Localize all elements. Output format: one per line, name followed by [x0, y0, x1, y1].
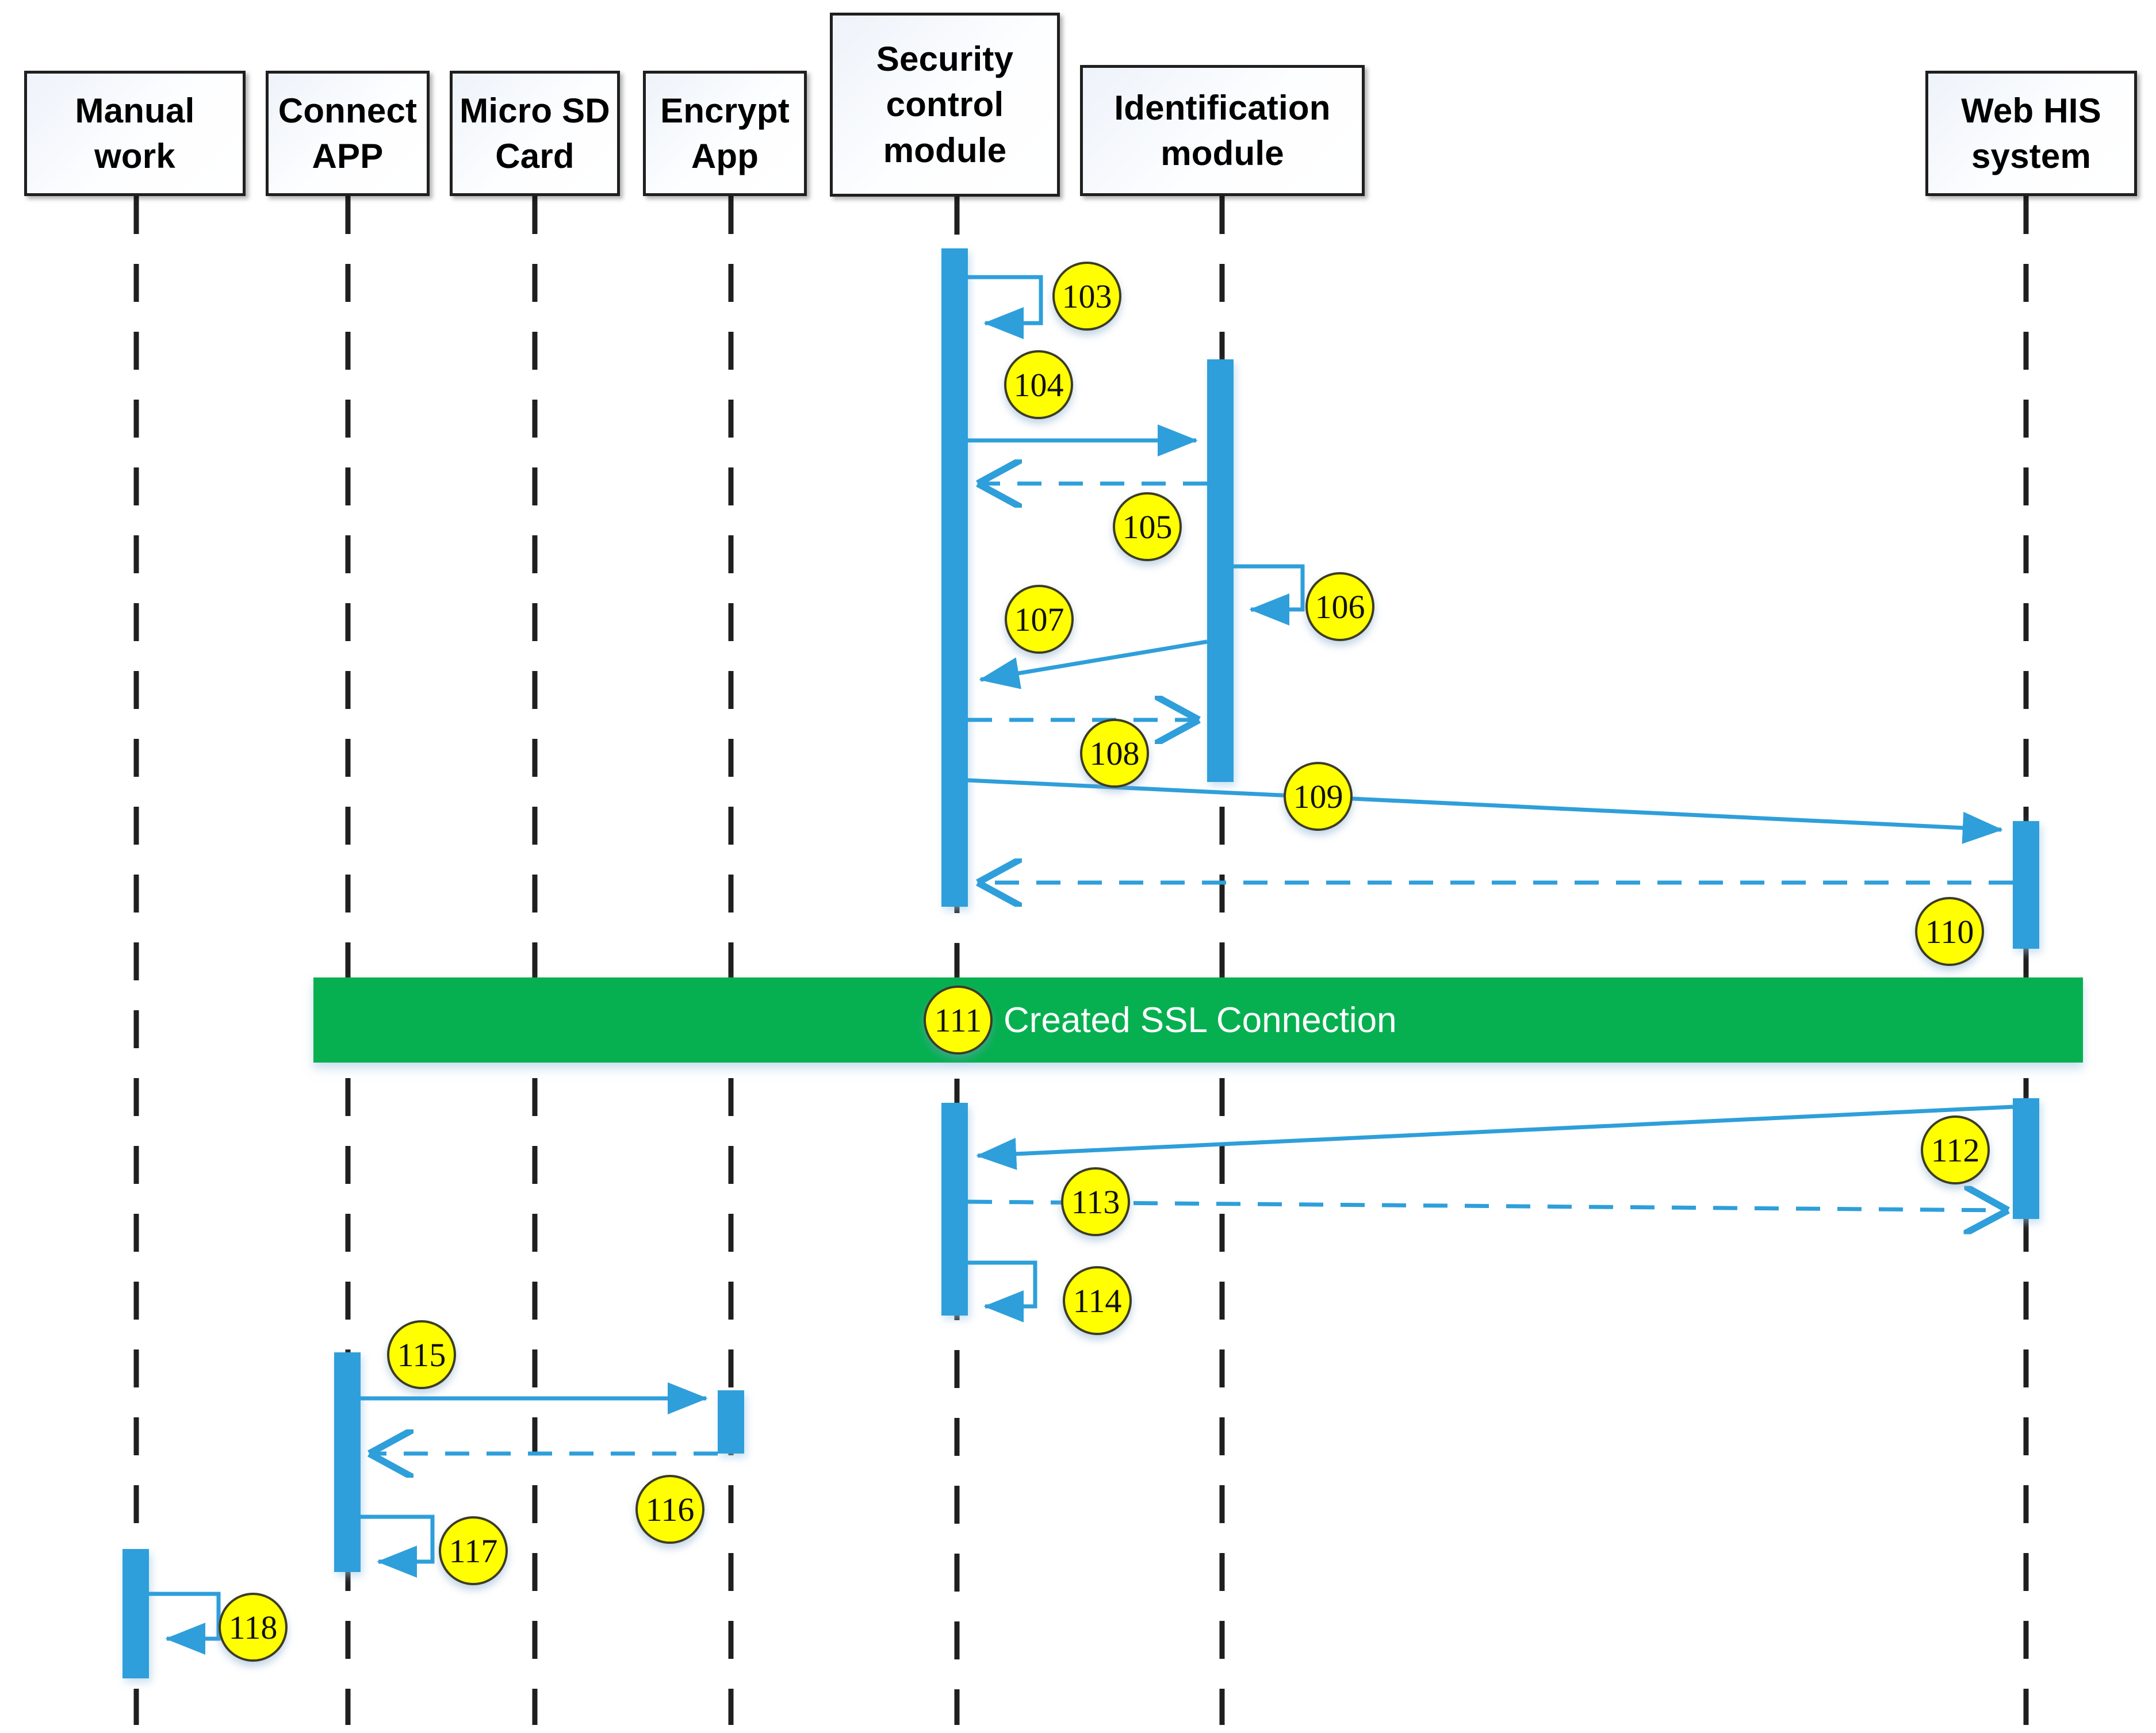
message-117-arrow: [361, 1515, 435, 1578]
message-badge-109[interactable]: 109: [1284, 762, 1353, 831]
message-arrows: [149, 275, 2013, 1655]
badge-label-110: 110: [1925, 912, 1974, 950]
message-badge-106[interactable]: 106: [1305, 572, 1374, 641]
lifeline-header-connect-app[interactable]: Connect APP: [266, 71, 430, 196]
badge-label-107: 107: [1014, 600, 1064, 638]
lifeline-header-web-his-system[interactable]: Web HIS system: [1925, 71, 2137, 196]
message-badge-118[interactable]: 118: [219, 1593, 288, 1662]
message-118-arrow: [149, 1592, 221, 1655]
lifeline-label-encrypt-app: Encrypt App: [660, 91, 790, 175]
message-badge-114[interactable]: 114: [1063, 1266, 1132, 1335]
lifeline-label-security-control: Security control module: [876, 40, 1014, 170]
lifeline-label-manual-work: Manual work: [75, 91, 195, 175]
badge-label-106: 106: [1315, 588, 1365, 626]
message-114-arrow: [968, 1260, 1037, 1322]
message-badge-104[interactable]: 104: [1004, 350, 1073, 419]
message-109-arrow: [967, 778, 2003, 844]
message-badge-107[interactable]: 107: [1005, 585, 1074, 654]
activation-bars: [122, 248, 2039, 1678]
message-badge-113[interactable]: 113: [1061, 1167, 1130, 1236]
ssl-connection-bar: Created SSL Connection: [313, 977, 2083, 1063]
activation-web-his-2: [2013, 1098, 2039, 1219]
message-badge-112[interactable]: 112: [1921, 1115, 1990, 1184]
badge-label-108: 108: [1089, 734, 1140, 772]
message-badge-105[interactable]: 105: [1113, 492, 1182, 561]
message-badge-103[interactable]: 103: [1052, 262, 1121, 331]
badge-label-117: 117: [449, 1532, 498, 1570]
badge-label-116: 116: [645, 1490, 695, 1528]
lifeline-label-connect-app: Connect APP: [278, 91, 418, 175]
activation-security-control-2: [941, 1103, 968, 1316]
badge-label-113: 113: [1071, 1183, 1120, 1221]
activation-encrypt-app-1: [718, 1390, 744, 1454]
lifeline-header-identification[interactable]: Identification module: [1080, 65, 1365, 196]
badge-label-105: 105: [1122, 508, 1173, 546]
message-badge-111[interactable]: 111: [924, 986, 993, 1055]
badge-label-112: 112: [1931, 1131, 1980, 1169]
lifeline-header-manual-work[interactable]: Manual work: [24, 71, 246, 196]
badge-label-115: 115: [397, 1336, 446, 1374]
badge-label-103: 103: [1062, 277, 1112, 315]
lifeline-label-micro-sd-card: Micro SD Card: [459, 91, 610, 175]
lifeline-dashes: [133, 196, 2029, 1725]
badge-label-114: 114: [1073, 1282, 1122, 1320]
message-badge-116[interactable]: 116: [635, 1475, 704, 1544]
message-113-arrow: [967, 1202, 2008, 1210]
message-103-arrow: [968, 275, 1043, 339]
lifeline-header-security-control[interactable]: Security control module: [830, 13, 1060, 197]
lifeline-label-identification: Identification module: [1114, 88, 1331, 172]
badge-label-104: 104: [1013, 366, 1064, 404]
message-badge-108[interactable]: 108: [1080, 719, 1149, 788]
badge-label-111: 111: [934, 1001, 982, 1039]
lifeline-header-micro-sd-card[interactable]: Micro SD Card: [450, 71, 620, 196]
lifeline-label-web-his-system: Web HIS system: [1961, 91, 2101, 175]
badge-label-118: 118: [228, 1608, 278, 1646]
message-107-arrow: [979, 639, 1208, 689]
lifeline-header-encrypt-app[interactable]: Encrypt App: [643, 71, 807, 196]
activation-connect-app-1: [334, 1352, 361, 1572]
message-badge-115[interactable]: 115: [387, 1320, 456, 1389]
message-badge-110[interactable]: 110: [1915, 897, 1984, 966]
message-badge-117[interactable]: 117: [439, 1516, 508, 1585]
message-112-arrow: [976, 1105, 2013, 1170]
activation-web-his-1: [2013, 821, 2039, 949]
activation-identification-1: [1207, 359, 1234, 782]
activation-security-control-1: [941, 248, 968, 907]
message-106-arrow: [1234, 564, 1305, 626]
ssl-connection-label: Created SSL Connection: [1004, 1000, 1397, 1040]
activation-manual-work-1: [122, 1549, 149, 1678]
badge-label-109: 109: [1293, 777, 1343, 815]
